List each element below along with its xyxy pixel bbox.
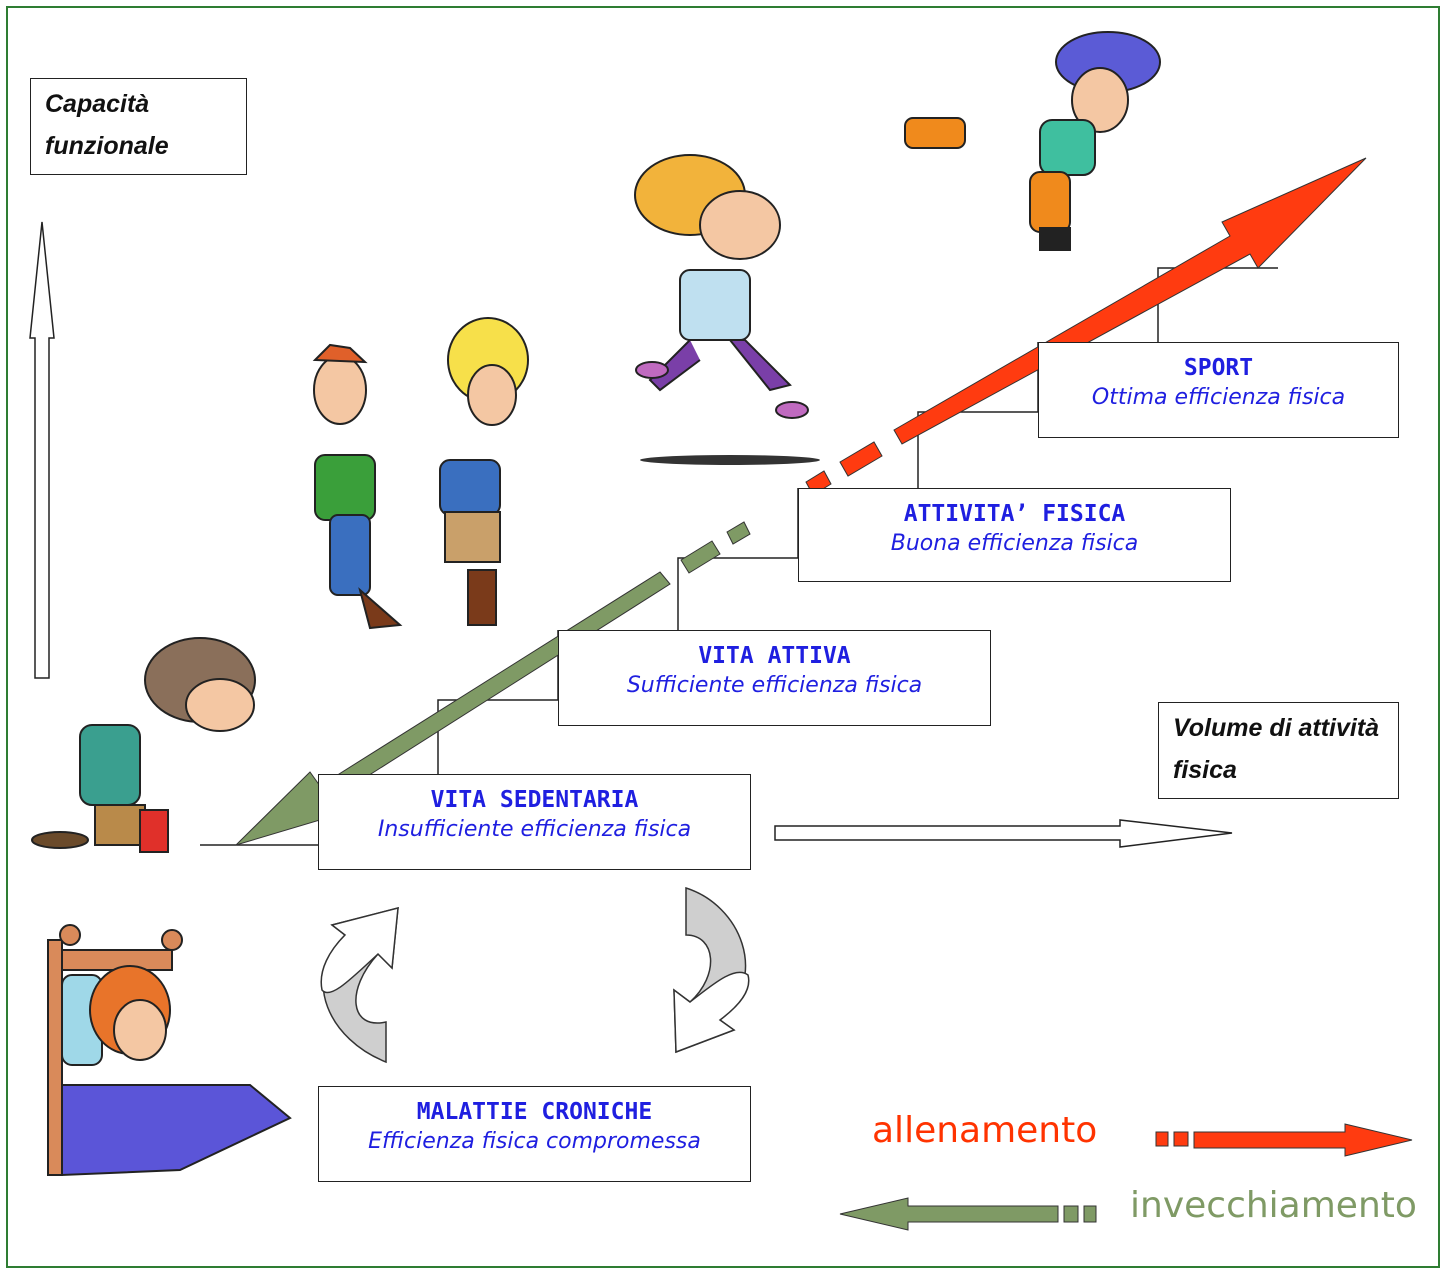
x-axis-label-text: Volume di attività fisica bbox=[1173, 714, 1380, 784]
level-box-physical-activity: ATTIVITA’ FISICA Buona efficienza fisica bbox=[798, 488, 1231, 582]
level-title: ATTIVITA’ FISICA bbox=[903, 501, 1126, 527]
level-box-sport: SPORT Ottima efficienza fisica bbox=[1038, 342, 1399, 438]
x-axis-arrow bbox=[774, 819, 1233, 848]
level-title: MALATTIE CRONICHE bbox=[416, 1099, 653, 1125]
level-subtitle: Sufficiente efficienza fisica bbox=[626, 673, 923, 698]
x-axis-label: Volume di attività fisica bbox=[1158, 702, 1399, 799]
legend-training-arrow bbox=[1155, 1123, 1413, 1157]
rollerblader-figure bbox=[904, 31, 1161, 251]
level-box-chronic-diseases: MALATTIE CRONICHE Efficienza fisica comp… bbox=[318, 1086, 751, 1182]
y-axis-label: Capacità funzionale bbox=[30, 78, 247, 175]
diagram-frame bbox=[6, 6, 1440, 1268]
cycle-arrow-right bbox=[673, 886, 750, 1054]
level-subtitle: Ottima efficienza fisica bbox=[1091, 385, 1346, 410]
dancing-couple-figure bbox=[312, 317, 529, 630]
y-axis-arrow bbox=[29, 221, 55, 679]
legend-aging-label: invecchiamento bbox=[1130, 1185, 1417, 1226]
level-subtitle: Efficienza fisica compromessa bbox=[368, 1129, 701, 1154]
level-box-active-life: VITA ATTIVA Sufficiente efficienza fisic… bbox=[558, 630, 991, 726]
legend-aging-arrow bbox=[839, 1197, 1097, 1231]
y-axis-label-text: Capacità funzionale bbox=[45, 90, 169, 160]
level-title: SPORT bbox=[1183, 355, 1254, 381]
level-subtitle: Insufficiente efficienza fisica bbox=[377, 817, 692, 842]
level-title: VITA ATTIVA bbox=[698, 643, 851, 669]
legend-training-label: allenamento bbox=[872, 1110, 1098, 1151]
elderly-shopper-figure bbox=[31, 637, 256, 853]
level-title: VITA SEDENTARIA bbox=[430, 787, 639, 813]
jogging-woman-figure bbox=[634, 154, 820, 465]
level-subtitle: Buona efficienza fisica bbox=[890, 531, 1139, 556]
cycle-arrow-left bbox=[320, 907, 399, 1064]
sick-in-bed-figure bbox=[47, 924, 292, 1177]
training-arrow bbox=[805, 157, 1367, 496]
level-box-sedentary-life: VITA SEDENTARIA Insufficiente efficienza… bbox=[318, 774, 751, 870]
